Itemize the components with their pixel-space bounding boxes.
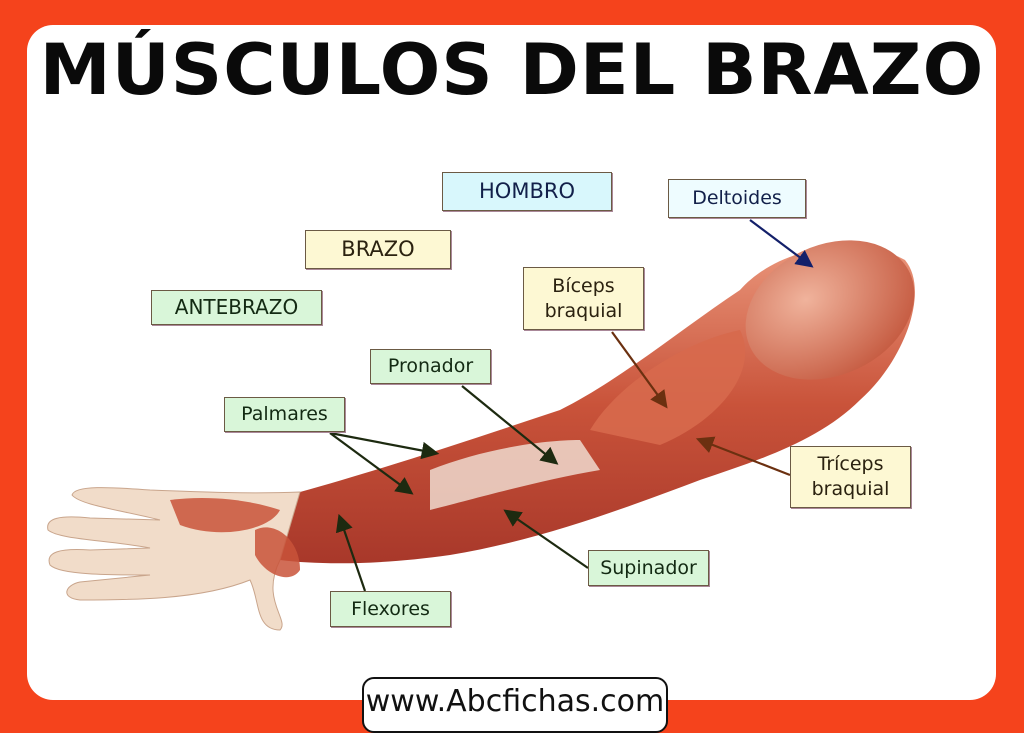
label-palmares: Palmares [224, 397, 345, 432]
deltoid-arrow [749, 219, 814, 268]
label-pronador: Pronador [370, 349, 491, 384]
deltoid-muscle [745, 240, 915, 380]
flexors-arrow [335, 513, 367, 592]
biceps-arrow [611, 331, 668, 409]
triceps-line1: Tríceps [817, 453, 884, 475]
palmares-arrow-1 [329, 431, 440, 460]
label-brazo: BRAZO [305, 230, 451, 269]
biceps-line2: braquial [544, 299, 623, 322]
biceps-muscle [590, 330, 746, 445]
label-hombro: HOMBRO [442, 172, 612, 211]
label-flexores: Flexores [330, 591, 451, 627]
page-title: MÚSCULOS DEL BRAZO [39, 29, 985, 111]
label-supinador: Supinador [588, 550, 709, 586]
label-biceps: Bíceps braquial [523, 267, 644, 330]
label-triceps: Tríceps braquial [790, 446, 911, 508]
palmares-arrow-2 [329, 432, 414, 495]
triceps-line2: braquial [811, 478, 890, 500]
pronator-arrow [461, 385, 559, 465]
triceps-arrow [695, 436, 791, 477]
label-deltoides: Deltoides [668, 179, 806, 218]
biceps-line1: Bíceps [552, 274, 615, 297]
label-antebrazo: ANTEBRAZO [151, 290, 322, 325]
website-footer[interactable]: www.Abcfichas.com [362, 677, 668, 733]
supinator-arrow [503, 509, 589, 569]
